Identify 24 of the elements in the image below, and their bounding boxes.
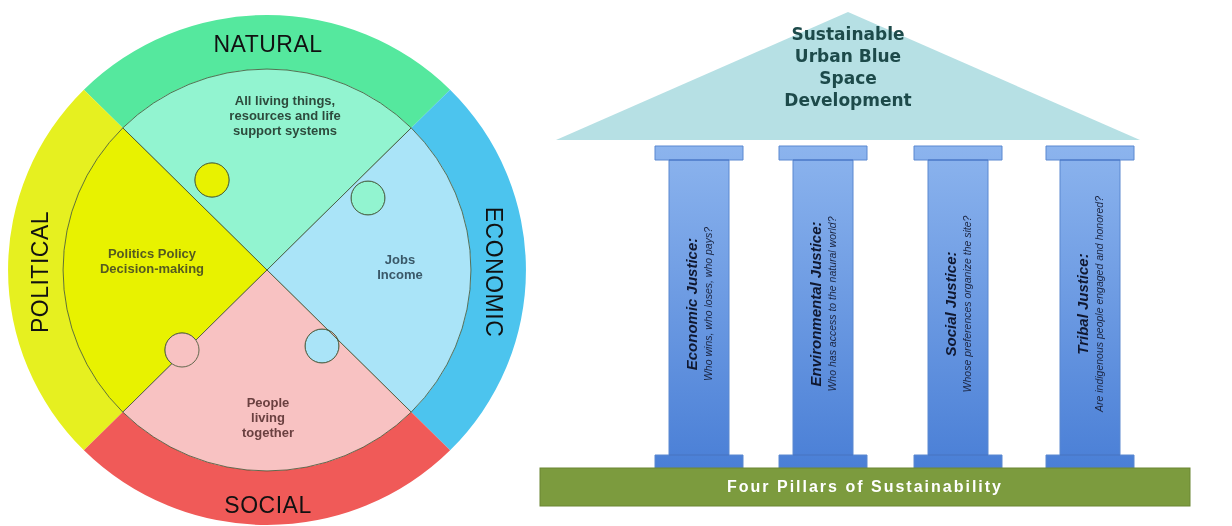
segment-label: ECONOMIC <box>480 172 508 372</box>
pillar-heading: Tribal Justice: <box>1074 252 1093 357</box>
pillar <box>655 146 743 468</box>
base-label: Four Pillars of Sustainability <box>725 477 1004 497</box>
roof-title: Sustainable Urban Blue Space Development <box>783 22 913 112</box>
pillar-question: Whose preferences organize the site? <box>960 214 974 395</box>
piece-label: People living together <box>228 395 308 441</box>
segment-label: NATURAL <box>168 30 368 58</box>
pillar-question: Who has access to the natural world? <box>825 215 839 394</box>
pillar <box>1046 146 1134 468</box>
pillar-heading: Social Justice: <box>942 250 961 359</box>
piece-label: Politics Policy Decision-making <box>94 247 210 277</box>
pillar <box>779 146 867 468</box>
segment-label: POLITICAL <box>26 172 54 372</box>
pillar <box>914 146 1002 468</box>
pillar-heading: Environmental Justice: <box>807 220 826 389</box>
pillar-question: Who wins, who loses, who pays? <box>701 225 715 384</box>
pillar-heading: Economic Justice: <box>683 236 702 373</box>
pillar-question: Are indigenous people engaged and honored? <box>1092 195 1106 415</box>
segment-label: SOCIAL <box>168 491 368 519</box>
piece-label: All living things, resources and life support systems <box>205 93 365 139</box>
roof-triangle <box>556 12 1140 140</box>
base-bar <box>540 468 1190 506</box>
piece-label: Jobs Income <box>368 253 432 283</box>
